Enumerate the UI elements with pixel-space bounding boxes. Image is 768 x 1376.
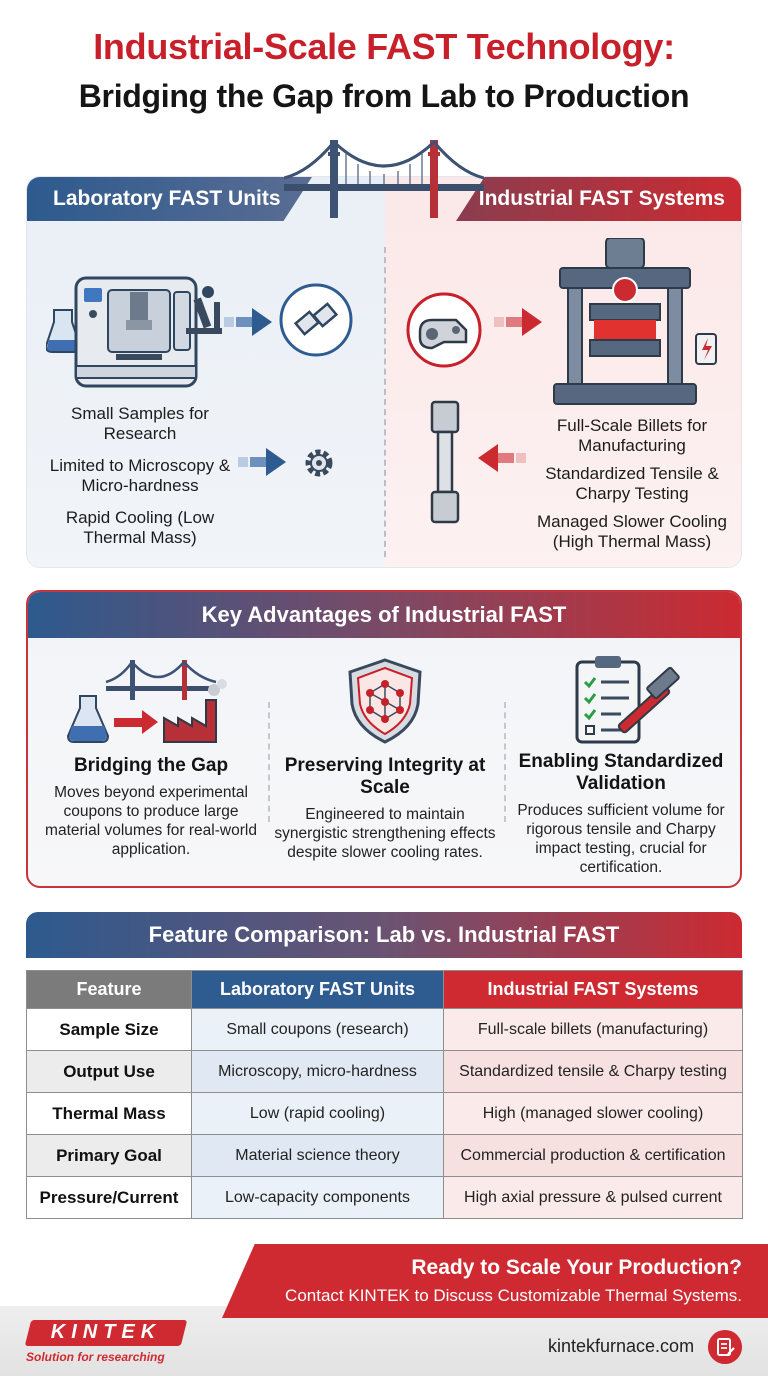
arrow-right-icon [238,448,286,476]
advantage-validation: Enabling Standardized Validation Produce… [508,638,734,886]
advantages-title: Key Advantages of Industrial FAST [28,592,740,638]
press-icon [553,238,717,405]
comparison-divider [384,247,386,557]
row-industrial-value: High (managed slower cooling) [443,1092,743,1135]
advantage-validation-desc: Produces sufficient volume for rigorous … [517,802,725,876]
bridge-icon [284,139,484,218]
advantage-integrity: Preserving Integrity at Scale Engineered… [272,638,498,886]
cta-title: Ready to Scale Your Production? [411,1256,742,1279]
row-feature: Thermal Mass [26,1092,192,1135]
shield-icon [348,658,422,744]
table-row: Pressure/Current Low-capacity components… [26,1176,743,1219]
industrial-item-2: Standardized Tensile & Charpy Testing [545,464,719,503]
header-industrial: Industrial FAST Systems [443,970,743,1009]
page-subtitle: Bridging the Gap from Lab to Production [78,78,690,114]
row-lab-value: Material science theory [191,1134,444,1177]
logo-text: KINTEK [50,1321,162,1343]
feature-table: Feature Laboratory FAST Units Industrial… [26,970,743,1219]
bridge-factory-icon [66,659,227,743]
table-row: Primary Goal Material science theory Com… [26,1134,743,1177]
arrow-right-icon [494,308,542,336]
row-lab-value: Small coupons (research) [191,1008,444,1051]
table-row: Output Use Microscopy, micro-hardness St… [26,1050,743,1093]
advantage-bridging: Bridging the Gap Moves beyond experiment… [38,638,264,886]
advantage-bridging-desc: Moves beyond experimental coupons to pro… [45,784,257,858]
header-feature: Feature [26,970,192,1009]
row-lab-value: Microscopy, micro-hardness [191,1050,444,1093]
cta-subtitle: Contact KINTEK to Discuss Customizable T… [285,1286,742,1305]
lab-item-2: Limited to Microscopy & Micro-hardness [49,456,231,495]
advantage-divider [268,702,270,822]
arrow-right-icon [224,308,272,336]
row-lab-value: Low (rapid cooling) [191,1092,444,1135]
industrial-item-1: Full-Scale Billets for Manufacturing [556,416,708,455]
table-row: Sample Size Small coupons (research) Ful… [26,1008,743,1051]
row-industrial-value: Standardized tensile & Charpy testing [443,1050,743,1093]
row-industrial-value: Full-scale billets (manufacturing) [443,1008,743,1051]
tensile-specimen-icon [430,400,460,524]
advantages-panel: Key Advantages of Industrial FAST Bridgi… [26,590,742,888]
arrow-left-icon [478,444,526,472]
row-feature: Primary Goal [26,1134,192,1177]
table-row: Thermal Mass Low (rapid cooling) High (m… [26,1092,743,1135]
part-icon [406,292,482,368]
lab-item-1: Small Samples for Research [71,404,209,443]
industrial-item-3: Managed Slower Cooling (High Thermal Mas… [537,512,727,551]
row-feature: Output Use [26,1050,192,1093]
page-title: Industrial-Scale FAST Technology: [93,26,675,67]
broken-sample-icon [279,283,353,357]
advantage-bridging-title: Bridging the Gap [73,755,229,776]
gear-icon [305,449,333,477]
website-link[interactable]: kintekfurnace.com [548,1336,695,1356]
row-industrial-value: Commercial production & certification [443,1134,743,1177]
lab-item-3: Rapid Cooling (Low Thermal Mass) [65,508,215,547]
clipboard-hammer-icon [575,656,680,744]
row-feature: Sample Size [26,1008,192,1051]
logo-tagline: Solution for researching [26,1350,165,1364]
row-industrial-value: High axial pressure & pulsed current [443,1176,743,1219]
table-header-row: Feature Laboratory FAST Units Industrial… [26,970,743,1009]
advantage-integrity-title: Preserving Integrity at Scale [284,755,486,798]
row-feature: Pressure/Current [26,1176,192,1219]
advantage-divider [504,702,506,822]
advantage-validation-title: Enabling Standardized Validation [518,751,724,794]
table-title: Feature Comparison: Lab vs. Industrial F… [26,912,742,958]
lab-tab: Laboratory FAST Units [27,177,312,221]
industrial-tab: Industrial FAST Systems [456,177,741,221]
header-lab: Laboratory FAST Units [191,970,444,1009]
lab-machine-icon [46,276,222,388]
row-lab-value: Low-capacity components [191,1176,444,1219]
form-icon[interactable] [708,1330,742,1364]
cta-banner[interactable]: Ready to Scale Your Production? Contact … [222,1244,768,1318]
advantage-integrity-desc: Engineered to maintain synergistic stren… [274,806,496,861]
